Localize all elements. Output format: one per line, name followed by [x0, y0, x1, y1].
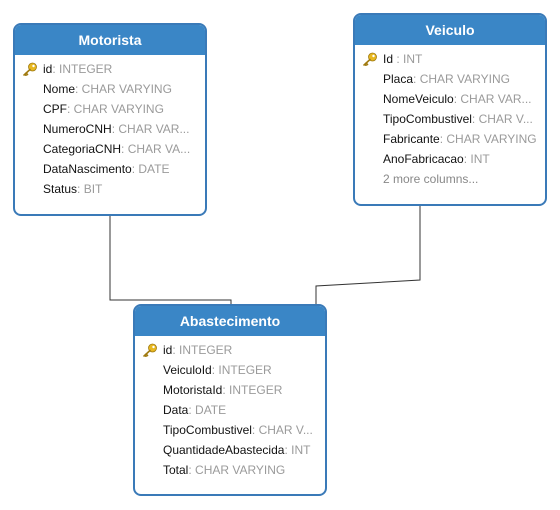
column-row[interactable]: CPF: CHAR VARYING [15, 99, 205, 119]
column-type: : INT [463, 152, 490, 166]
column-row[interactable]: Status: BIT [15, 179, 205, 199]
column-name: VeiculoId [163, 363, 212, 377]
column-type: : INT [393, 52, 423, 66]
column-row[interactable]: Total: CHAR VARYING [135, 460, 325, 480]
column-row[interactable]: CategoriaCNH: CHAR VA... [15, 139, 205, 159]
column-row[interactable]: DataNascimento: DATE [15, 159, 205, 179]
relationship-veiculo-abastecimento [315, 206, 421, 305]
column-name: id [163, 343, 173, 357]
column-name: TipoCombustivel [383, 112, 472, 126]
column-name: Data [163, 403, 189, 417]
column-type: : DATE [131, 162, 170, 176]
column-type: : INTEGER [222, 383, 283, 397]
column-row[interactable]: NumeroCNH: CHAR VAR... [15, 119, 205, 139]
column-type: : CHAR VAR... [453, 92, 532, 106]
column-name: NomeVeiculo [383, 92, 454, 106]
column-name: AnoFabricacao [383, 152, 464, 166]
more-columns-link[interactable]: 2 more columns... [383, 172, 479, 186]
column-type: : DATE [188, 403, 227, 417]
column-name: CPF [43, 102, 67, 116]
column-type: : INTEGER [211, 363, 272, 377]
key-icon [362, 52, 378, 67]
column-row[interactable]: Placa: CHAR VARYING [355, 69, 545, 89]
column-name: Id [383, 52, 394, 66]
key-icon [142, 343, 158, 358]
column-type: : CHAR VARYING [67, 102, 164, 116]
column-row[interactable]: Data: DATE [135, 400, 325, 420]
column-name: Status [43, 182, 78, 196]
column-type: : CHAR VARYING [439, 132, 537, 146]
column-name: TipoCombustivel [163, 423, 252, 437]
column-type: : CHAR VA... [121, 142, 191, 156]
column-type: : CHAR VARYING [75, 82, 172, 96]
column-name: NumeroCNH [43, 122, 112, 136]
column-type: : INTEGER [172, 343, 233, 357]
column-type: : CHAR VARYING [188, 463, 286, 477]
column-name: Total [163, 463, 189, 477]
column-row[interactable]: Nome: CHAR VARYING [15, 79, 205, 99]
column-row[interactable]: NomeVeiculo: CHAR VAR... [355, 89, 545, 109]
column-name: Nome [43, 82, 76, 96]
column-row[interactable]: AnoFabricacao: INT [355, 149, 545, 169]
column-row[interactable]: MotoristaId: INTEGER [135, 380, 325, 400]
column-row[interactable]: Id : INT [355, 49, 545, 69]
relationship-motorista-abastecimento [109, 216, 232, 305]
column-name: id [43, 62, 53, 76]
entity-abastecimento-title: Abastecimento [135, 306, 325, 336]
column-row[interactable]: Fabricante: CHAR VARYING [355, 129, 545, 149]
column-name: CategoriaCNH [43, 142, 122, 156]
column-row[interactable]: TipoCombustivel: CHAR V... [135, 420, 325, 440]
entity-motorista-title: Motorista [15, 25, 205, 55]
column-name: MotoristaId [163, 383, 223, 397]
column-row[interactable]: VeiculoId: INTEGER [135, 360, 325, 380]
column-type: : CHAR V... [251, 423, 313, 437]
column-row[interactable]: id: INTEGER [135, 340, 325, 360]
column-type: : CHAR VAR... [111, 122, 190, 136]
column-row[interactable]: TipoCombustivel: CHAR V... [355, 109, 545, 129]
column-type: : CHAR VARYING [413, 72, 510, 86]
column-row[interactable]: QuantidadeAbastecida: INT [135, 440, 325, 460]
column-name: Fabricante [383, 132, 440, 146]
column-name: QuantidadeAbastecida [163, 443, 285, 457]
column-type: : BIT [77, 182, 103, 196]
column-type: : INTEGER [52, 62, 113, 76]
column-name: DataNascimento [43, 162, 132, 176]
column-row[interactable]: id: INTEGER [15, 59, 205, 79]
entity-veiculo-title: Veiculo [355, 15, 545, 45]
column-type: : CHAR V... [471, 112, 533, 126]
key-icon [22, 62, 38, 77]
column-type: : INT [284, 443, 311, 457]
column-name: Placa [383, 72, 414, 86]
